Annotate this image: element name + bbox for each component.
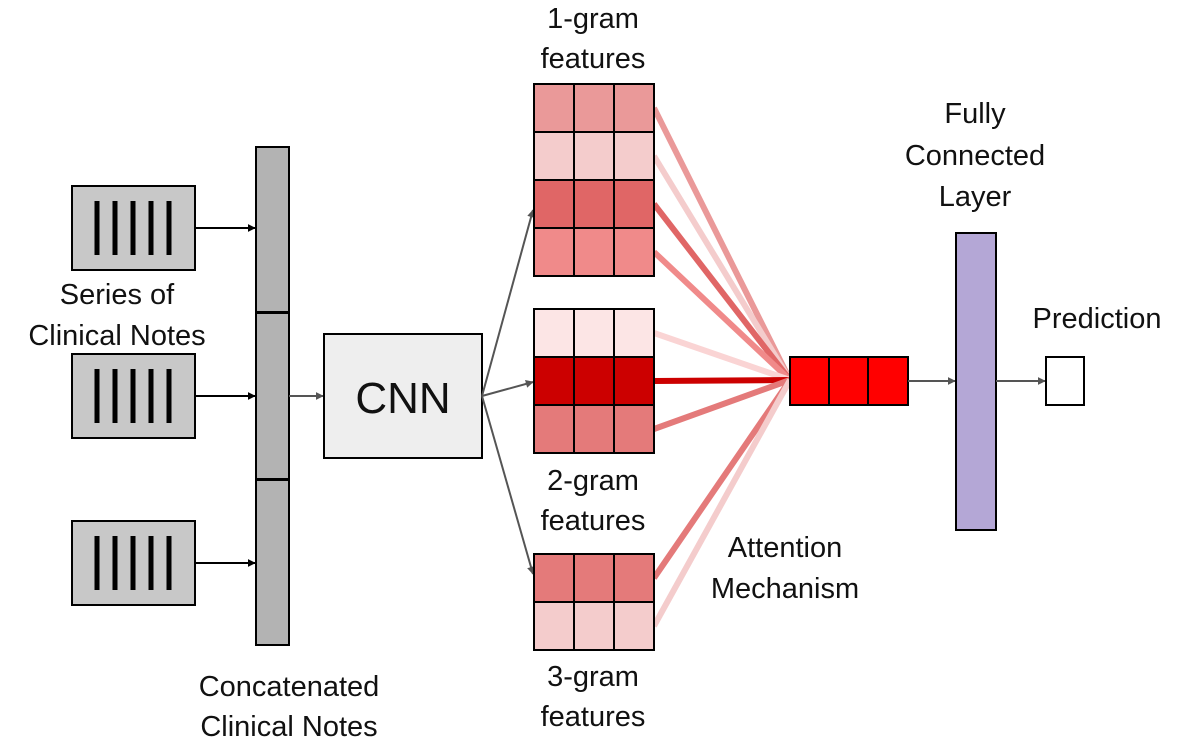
fc-label-line3: Layer [939, 181, 1012, 213]
attention-line [651, 106, 793, 382]
feature-cell [613, 308, 655, 358]
feature-cell [573, 308, 615, 358]
prediction-box [1045, 356, 1085, 406]
attention-line [653, 330, 791, 383]
attention-line [651, 378, 793, 628]
prediction-label: Prediction [1033, 303, 1162, 335]
clinical-note-2 [71, 353, 196, 439]
attention-vector [789, 356, 909, 406]
feature-cell [613, 179, 655, 229]
feature-cell [613, 227, 655, 277]
feature-cell [533, 179, 575, 229]
fc-label-line2: Connected [905, 140, 1045, 172]
feature-cell [573, 356, 615, 406]
feature-cell [533, 404, 575, 454]
feature-cell [573, 131, 615, 181]
clinical-note-3 [71, 520, 196, 606]
unigram-feature-map [533, 83, 655, 277]
feature-cell [613, 553, 655, 603]
clinical-note-1 [71, 185, 196, 271]
feature-cell [573, 601, 615, 651]
text-lines-icon [94, 536, 172, 590]
feature-cell [533, 83, 575, 133]
arrow-cnn-to-1gram [481, 209, 535, 397]
feature-cell [533, 356, 575, 406]
trigram-label-line2: features [541, 701, 646, 733]
bigram-label-line1: 2-gram [547, 465, 639, 497]
concat-label-line1: Concatenated [199, 671, 380, 703]
unigram-label-line1: 1-gram [547, 3, 639, 35]
cnn-label: CNN [355, 374, 450, 423]
attention-label-line2: Mechanism [711, 573, 859, 605]
concatenated-notes-bar [255, 146, 290, 646]
text-lines-icon [94, 369, 172, 423]
feature-cell [573, 404, 615, 454]
feature-cell [573, 179, 615, 229]
fully-connected-layer [955, 232, 997, 531]
attention-connections [651, 106, 793, 628]
feature-cell [613, 131, 655, 181]
cnn-box [323, 333, 483, 459]
feature-cell [533, 308, 575, 358]
feature-cell [533, 601, 575, 651]
arrow-cnn-to-3gram [481, 395, 535, 575]
trigram-feature-map [533, 553, 655, 651]
feature-cell [533, 227, 575, 277]
feature-cell [613, 356, 655, 406]
arrow-cnn-to-2gram [481, 380, 534, 397]
feature-cell [613, 404, 655, 454]
attention-line [653, 377, 791, 384]
attention-line [651, 154, 793, 382]
feature-cell [533, 553, 575, 603]
unigram-label-line2: features [541, 43, 646, 75]
attention-line [651, 202, 793, 382]
feature-cell [613, 83, 655, 133]
concat-label-line2: Clinical Notes [200, 711, 377, 743]
series-label-line2: Clinical Notes [28, 320, 205, 352]
series-label-line1: Series of [60, 279, 175, 311]
attention-line [651, 249, 793, 383]
fc-label-line1: Fully [944, 98, 1006, 130]
trigram-label-line1: 3-gram [547, 661, 639, 693]
bigram-label-line2: features [541, 505, 646, 537]
bigram-feature-map [533, 308, 655, 454]
text-lines-icon [94, 201, 172, 255]
feature-cell [573, 553, 615, 603]
feature-cell [613, 601, 655, 651]
feature-cell [573, 83, 615, 133]
feature-cell [573, 227, 615, 277]
attention-line [651, 378, 793, 580]
feature-cell [533, 131, 575, 181]
attention-line [652, 377, 792, 432]
attention-label-line1: Attention [728, 532, 842, 564]
